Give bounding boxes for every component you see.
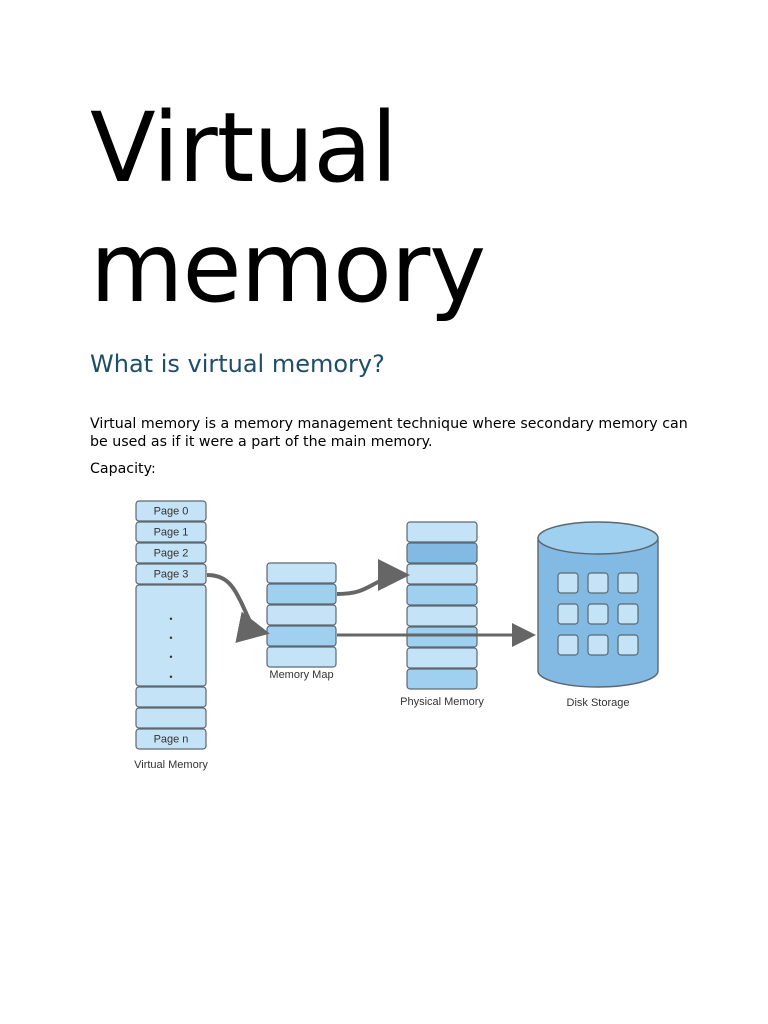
disk-cell [557, 572, 579, 594]
vm-page-0-label: Page 0 [154, 506, 189, 518]
memory-map-caption: Memory Map [269, 669, 333, 681]
vm-page-n-block [135, 728, 207, 750]
disk-storage-cylinder: Disk Storage [537, 521, 659, 709]
disk-cell [617, 572, 639, 594]
section-heading: What is virtual memory? [90, 350, 385, 378]
memory-map-block [266, 562, 337, 584]
disk-cell [557, 603, 579, 625]
title-line-2: memory [90, 212, 486, 324]
vm-ellipsis-dot: • [169, 652, 172, 662]
vm-page-3-block [135, 563, 207, 585]
vm-ellipsis-dot: • [169, 614, 172, 624]
physical-memory-block [406, 563, 478, 585]
disk-cell [617, 603, 639, 625]
memory-map-block [266, 625, 337, 647]
disk-cell [587, 603, 609, 625]
vm-ellipsis-dot: • [169, 672, 172, 682]
disk-storage-caption: Disk Storage [567, 697, 630, 709]
physical-memory-block [406, 605, 478, 627]
vm-middle-block [135, 584, 207, 687]
vm-page-1-block [135, 521, 207, 543]
memory-map-block [266, 604, 337, 626]
vm-ellipsis-dot: • [169, 633, 172, 643]
disk-cell [587, 634, 609, 656]
physical-memory-block [406, 647, 478, 669]
virtual-memory-stack: Page 0 Page 1 Page 2 Page 3 • • • • Page… [134, 500, 208, 771]
vm-page-2-label: Page 2 [154, 548, 189, 560]
disk-cell [587, 572, 609, 594]
physical-memory-block [406, 542, 478, 564]
title-line-1: Virtual [90, 92, 398, 204]
vm-page-2-block [135, 542, 207, 564]
disk-top [537, 521, 659, 555]
vm-page-0-block [135, 500, 207, 522]
vm-page-3-label: Page 3 [154, 569, 189, 581]
map-to-physical-arrow [336, 559, 410, 596]
memory-map-block [266, 646, 337, 668]
memory-map-stack: Memory Map [266, 562, 337, 681]
physical-memory-block [406, 521, 478, 543]
physical-memory-block [406, 584, 478, 606]
virtual-memory-caption: Virtual Memory [134, 759, 208, 771]
disk-cell [557, 634, 579, 656]
disk-cell [617, 634, 639, 656]
vm-block [135, 686, 207, 708]
physical-memory-block [406, 626, 478, 648]
physical-memory-caption: Physical Memory [400, 696, 484, 708]
vm-page-1-label: Page 1 [154, 527, 189, 539]
physical-memory-block [406, 668, 478, 690]
memory-map-block [266, 583, 337, 605]
vm-block [135, 707, 207, 729]
page3-to-map-arrow [206, 573, 270, 643]
definition-paragraph: Virtual memory is a memory management te… [90, 416, 688, 450]
physical-memory-stack: Physical Memory [400, 521, 484, 708]
capacity-label: Capacity: [90, 461, 156, 477]
vm-page-n-label: Page n [154, 734, 189, 746]
